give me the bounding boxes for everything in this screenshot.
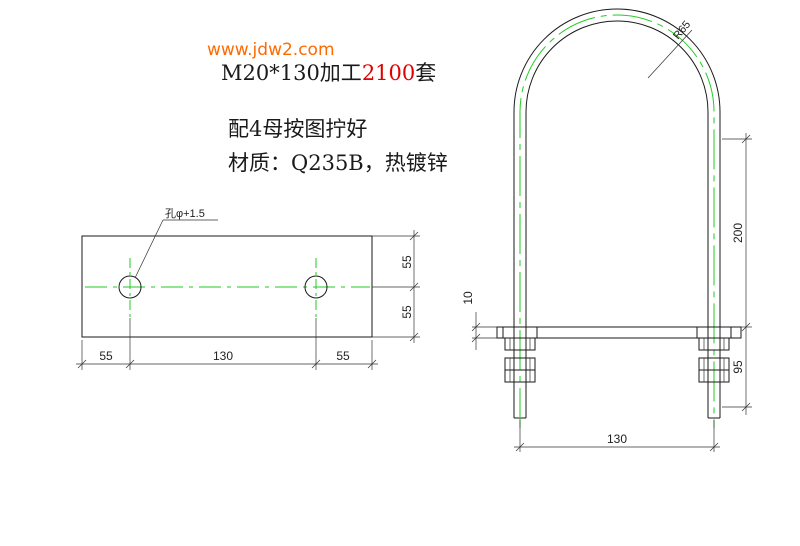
watermark-url: www.jdw2.com [207, 40, 335, 60]
radius-label: R65 [671, 19, 693, 42]
u-bolt-outer [513, 8, 721, 418]
u-bolt-view: R65 200 95 10 130 [461, 8, 752, 452]
nut-left-plate [502, 326, 538, 339]
dim-leg-200: 200 [731, 223, 745, 243]
nut-left-2 [504, 369, 536, 383]
dim-middle-130: 130 [213, 349, 233, 363]
title-spec: M20*130加工 [221, 61, 362, 85]
dim-left-55: 55 [99, 349, 113, 363]
dim-thread-95: 95 [731, 360, 745, 374]
u-bolt-plate [496, 326, 742, 339]
nut-right-2 [698, 369, 730, 383]
drawing-title: M20*130加工2100套 [221, 61, 436, 85]
dim-width-130: 130 [607, 432, 627, 446]
note-assembly: 配4母按图拧好 [228, 117, 367, 141]
hole-leader [134, 219, 164, 279]
hole-left [118, 275, 142, 299]
dim-right-55: 55 [336, 349, 350, 363]
radius-leader [647, 29, 693, 79]
plate-outline [81, 235, 373, 338]
u-bolt-centerline [519, 14, 715, 428]
dim-bottom-55: 55 [400, 305, 414, 319]
u-bolt-inner [525, 20, 709, 418]
plate-view: 孔φ+1.5 55 130 55 55 55 [76, 207, 420, 370]
title-quantity: 2100 [362, 61, 415, 85]
dim-thickness-10: 10 [461, 291, 475, 305]
dim-top-55: 55 [400, 255, 414, 269]
title-unit: 套 [415, 61, 436, 85]
nut-right-plate [696, 326, 732, 339]
hole-note: 孔φ+1.5 [165, 207, 205, 220]
hole-right [304, 275, 328, 299]
note-material: 材质：Q235B，热镀锌 [228, 151, 448, 175]
